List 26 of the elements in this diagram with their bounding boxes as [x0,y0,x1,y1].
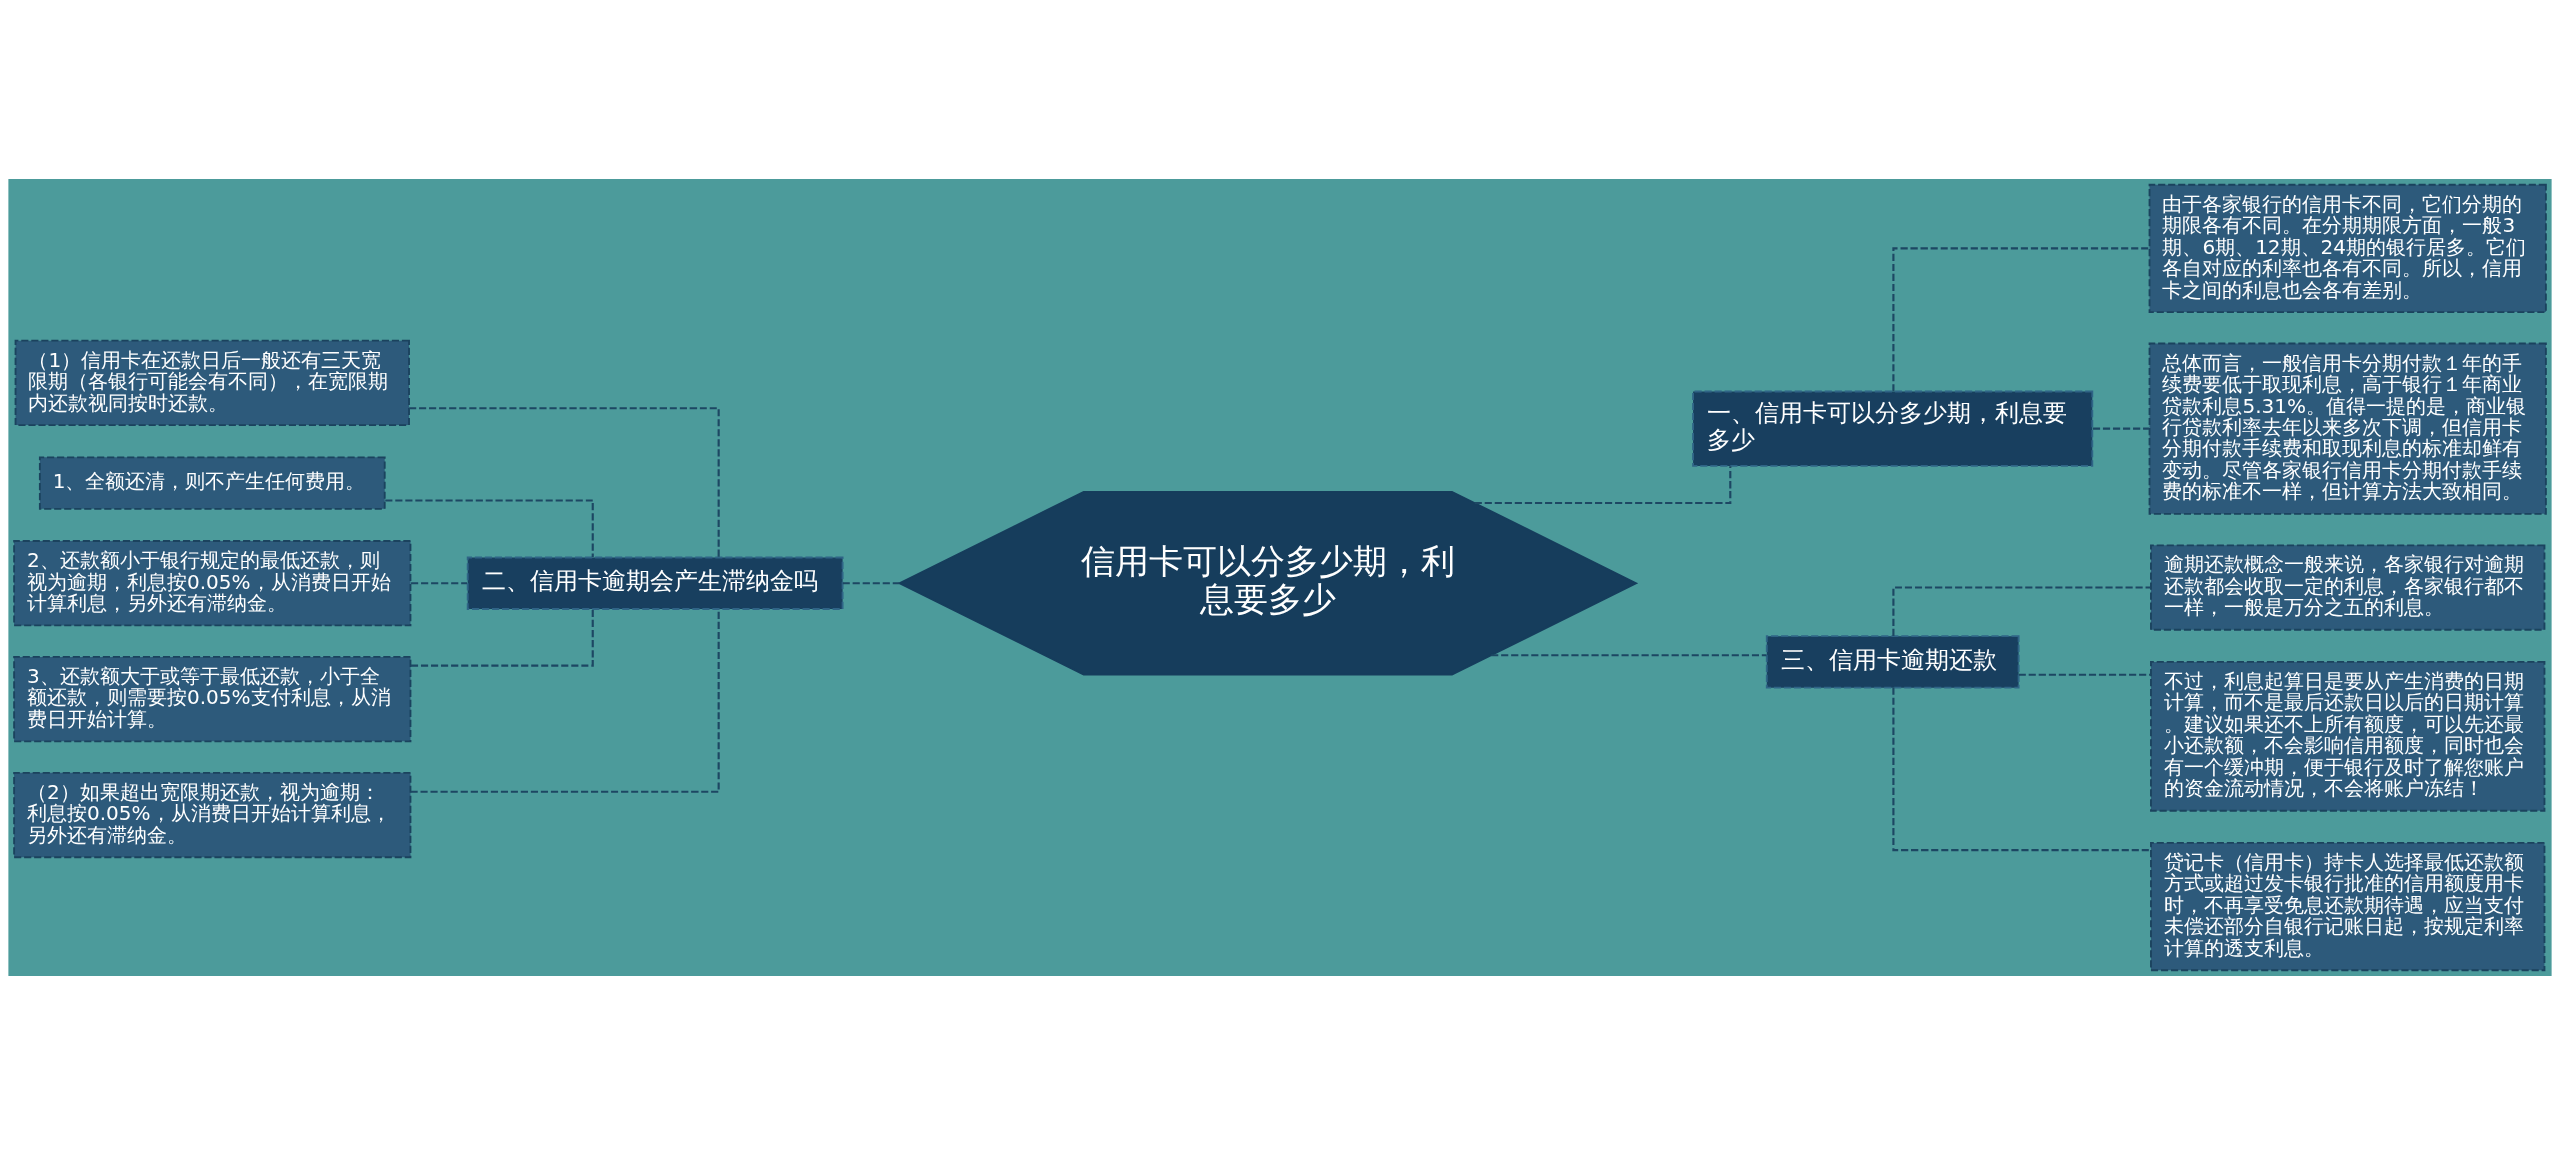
node-box: （1）信用卡在还款日后一般还有三天宽限期（各银行可能会有不同），在宽限期内还款视同按时还款。 [14,339,410,427]
connector [1892,247,2150,392]
node-box: 二、信用卡逾期会产生滞纳金吗 [466,556,844,610]
node-box: 3、还款额大于或等于最低还款，小于全额还款，则需要按0.05%支付利息，从消费日开始计算。 [13,656,412,743]
connector [1892,586,2151,636]
connector [1491,654,1767,657]
node-box: 逾期还款概念一般来说，各家银行对逾期还款都会收取一定的利息，各家银行都不一样，一般是万分之五的利息。 [2150,544,2546,631]
connector [1474,466,1732,505]
connector [410,609,594,667]
connector [410,609,720,793]
node-box: 2、还款额小于银行规定的最低还款，则视为逾期，利息按0.05%，从消费日开始计算利息，另外还有滞纳金。 [13,540,412,627]
connector [1892,687,2151,852]
node-box: 总体而言，一般信用卡分期付款１年的手续费要低于取现利息，高于银行１年商业贷款利息5.31%。值得一提的是，商业银行贷款利率去年以来多次下调，但信用卡分期付款手续费和取现利息的标准却鲜有变动。尽管各家银行信用卡分期付款手续费的标准不一样，但计算方法大致相同。 [2148,342,2547,515]
node-box: （2）如果超出宽限期还款，视为逾期：利息按0.05%，从消费日开始计算利息，另外还有滞纳金。 [13,771,412,859]
node-box: 贷记卡（信用卡）持卡人选择最低还款额方式或超过发卡银行批准的信用额度用卡时，不再享受免息还款期待遇，应当支付未偿还部分自银行记账日起，按规定利率计算的透支利息。 [2150,842,2546,972]
connector [2092,427,2149,430]
connector [409,407,720,558]
node-box: 一、信用卡可以分多少期，利息要多少 [1692,390,2094,467]
connector [411,582,468,585]
node-box: 不过，利息起算日是要从产生消费的日期计算，而不是最后还款日以后的日期计算。建议如果还不上所有额度，可以先还最小还款额，不会影响信用额度，同时也会有一个缓冲期，便于银行及时了解您账户的资金流动情况，不会将账户冻结！ [2150,661,2546,812]
node-box: 由于各家银行的信用卡不同，它们分期的期限各有不同。在分期期限方面，一般3期、6期、12期、24期的银行居多。它们各自对应的利率也各有不同。所以，信用卡之间的利息也会各有差别。 [2148,183,2547,313]
connector [842,582,900,585]
node-box: 1、全额还清，则不产生任何费用。 [38,456,386,510]
connector [2018,673,2151,676]
node-box: 三、信用卡逾期还款 [1765,635,2020,689]
connector [385,499,594,558]
